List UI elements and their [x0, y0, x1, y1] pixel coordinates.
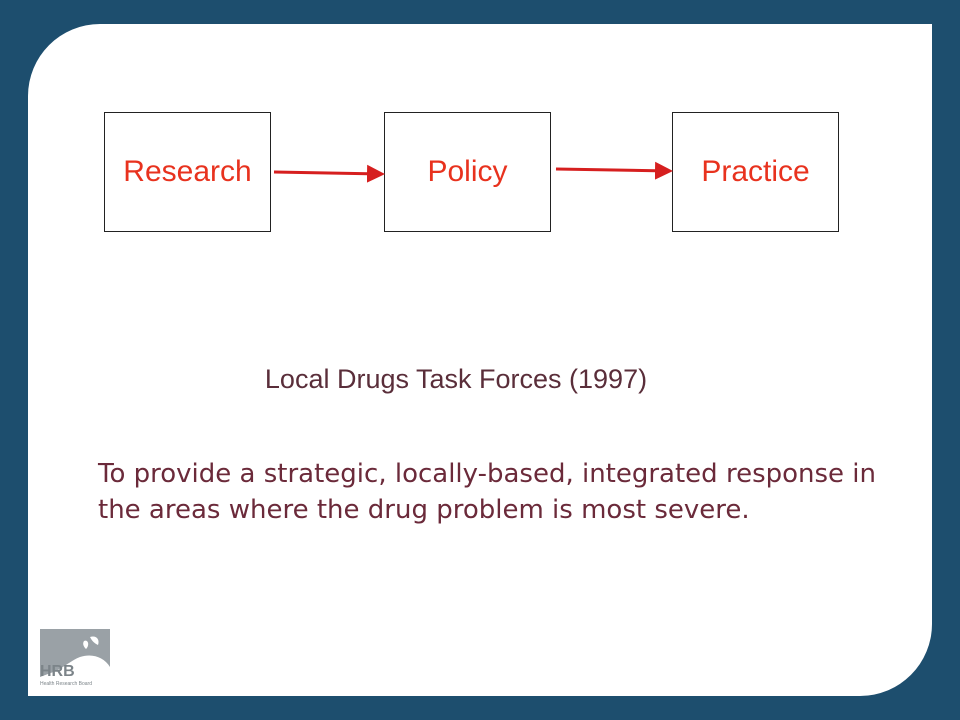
node-research-label: Research [123, 155, 252, 188]
edge-research-policy [273, 164, 385, 183]
node-research: Research [104, 112, 271, 232]
node-policy: Policy [384, 112, 551, 232]
slide-description: To provide a strategic, locally-based, i… [98, 459, 877, 525]
node-policy-label: Policy [427, 155, 508, 188]
slide-panel: Research Policy Practice Local Drugs Tas… [28, 24, 932, 696]
hrb-logo-text: HRB [40, 663, 75, 680]
hrb-logo-subtext: Health Research Board [40, 681, 92, 687]
node-practice-label: Practice [701, 155, 810, 188]
node-practice: Practice [672, 112, 839, 232]
slide-subtitle: Local Drugs Task Forces (1997) [264, 364, 648, 394]
edge-policy-practice [555, 161, 673, 180]
hrb-logo: HRB Health Research Board [34, 627, 112, 689]
